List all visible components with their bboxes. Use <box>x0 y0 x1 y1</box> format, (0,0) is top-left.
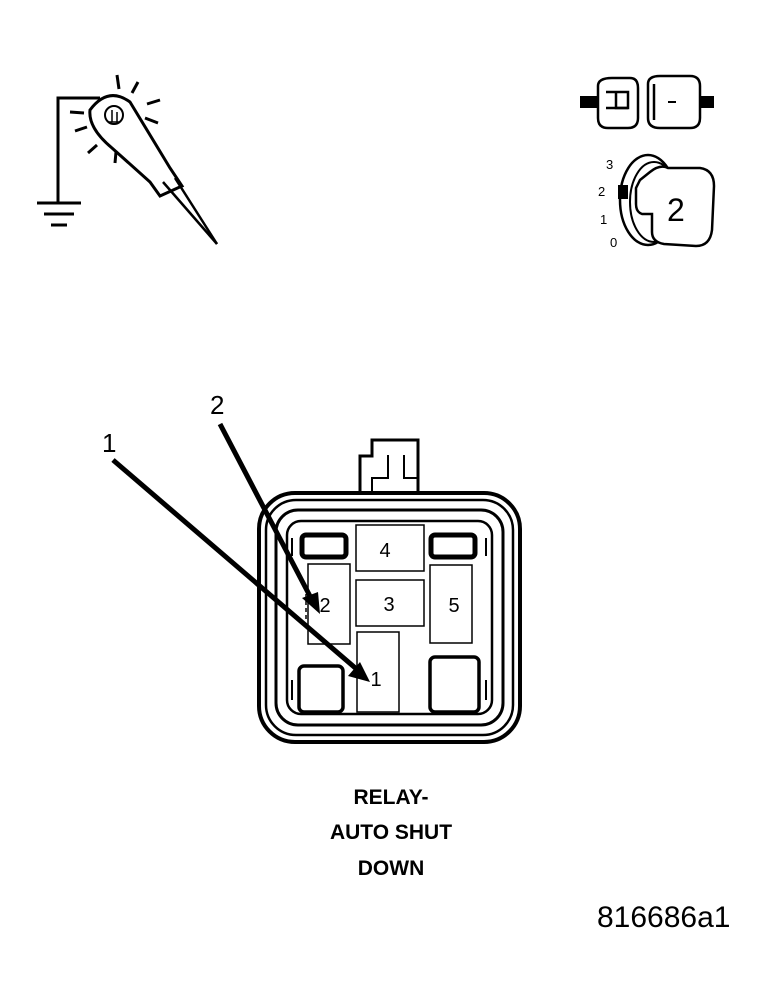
cavity-label: 3 <box>383 594 394 616</box>
callout-number: 2 <box>210 390 224 420</box>
figure-id: 816686a1 <box>597 901 731 934</box>
cavity-label: 4 <box>379 540 390 562</box>
ignition-position-label: 3 <box>606 157 613 172</box>
callout-2: 2 <box>210 390 320 614</box>
ignition-position-label: 1 <box>600 212 607 227</box>
cavity-label: 2 <box>319 595 330 617</box>
connector-disconnect-icon <box>580 74 714 130</box>
ignition-position-label: 0 <box>610 235 617 250</box>
cavity-label: 1 <box>370 669 381 691</box>
ignition-position-label: 2 <box>598 184 605 199</box>
caption-line: AUTO SHUT <box>329 821 453 844</box>
cavity-4: 4 <box>355 524 425 572</box>
ignition-switch-icon: 3 2 1 0 2 <box>598 153 716 250</box>
test-light-ground-icon <box>37 74 219 245</box>
cavity-label: 5 <box>448 595 459 617</box>
callout-1: 1 <box>102 428 370 682</box>
caption-line: RELAY- <box>353 786 429 809</box>
key-position-label: 2 <box>667 192 685 228</box>
relay-connector <box>257 438 522 744</box>
cavity-5: 5 <box>429 564 473 644</box>
caption-line: DOWN <box>357 857 425 880</box>
cavity-3: 3 <box>355 579 425 627</box>
callout-number: 1 <box>102 428 116 458</box>
relay-cavities: 4 2 3 5 1 <box>305 524 473 713</box>
callout-arrows: 1 2 <box>102 390 370 682</box>
